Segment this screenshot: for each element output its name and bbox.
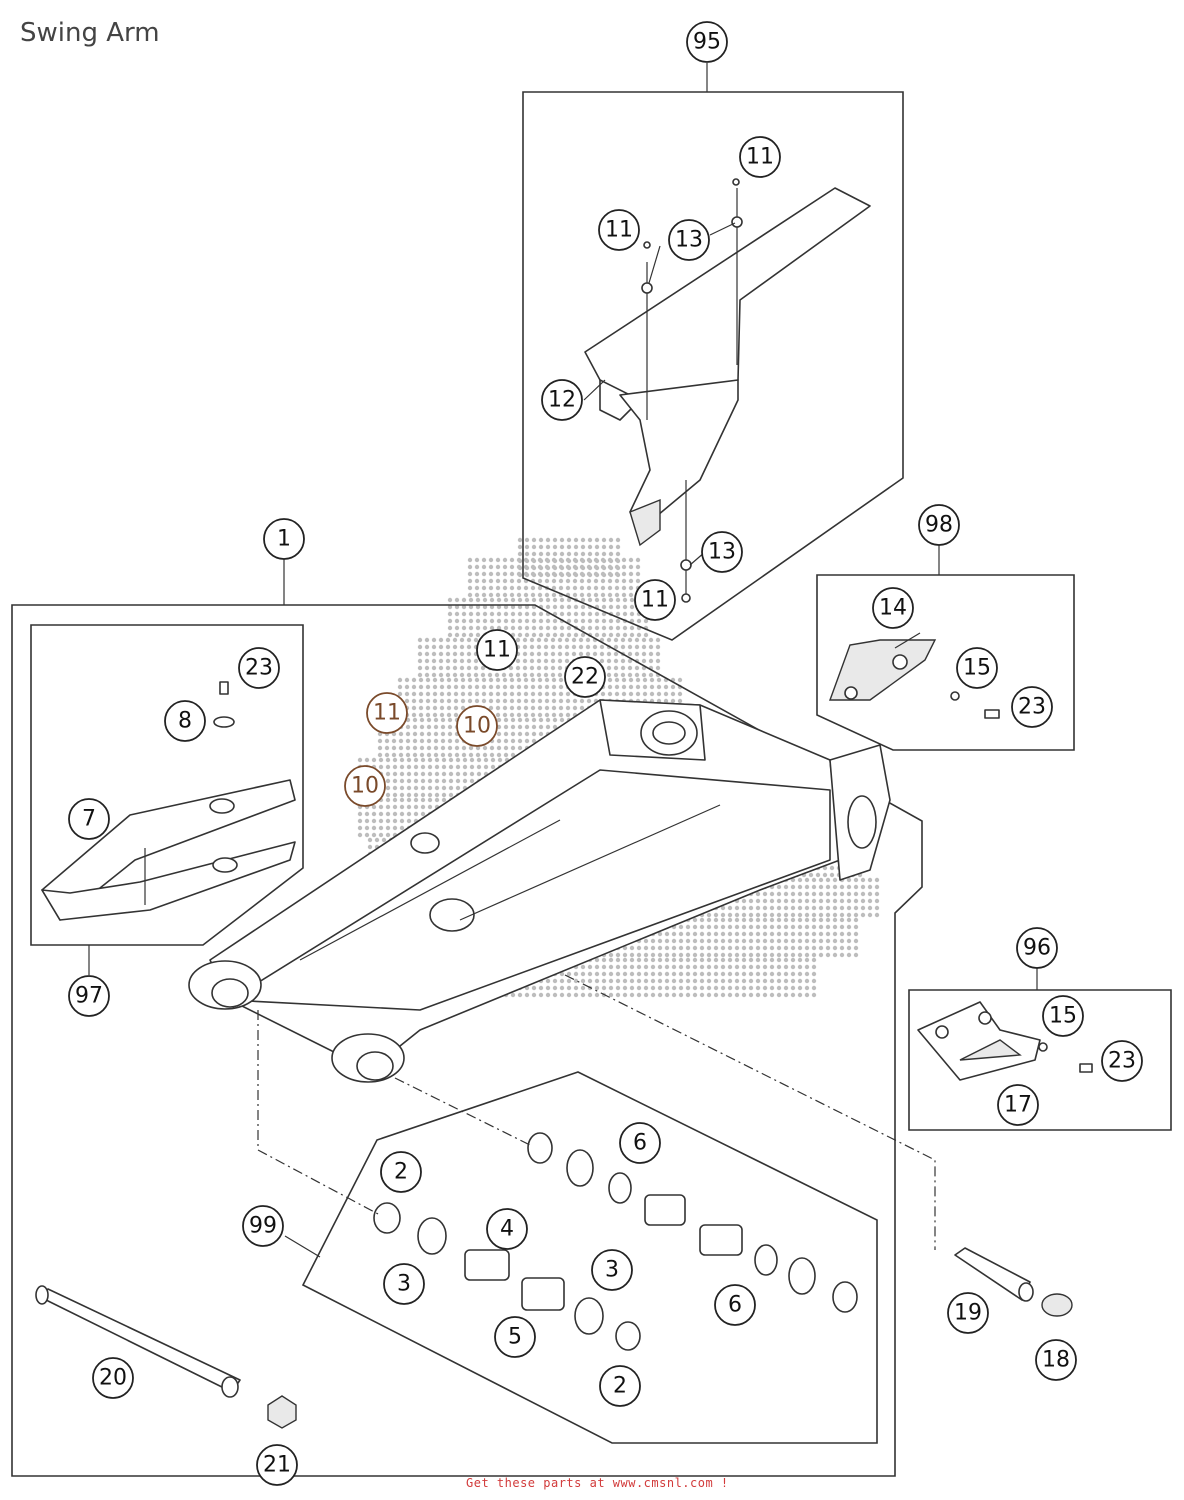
- callout-label: 98: [925, 513, 953, 538]
- callout-11: 11: [739, 136, 781, 178]
- callout-2: 2: [380, 1151, 422, 1193]
- callout-label: 99: [249, 1214, 277, 1239]
- callout-label: 15: [963, 656, 991, 681]
- callout-label: 23: [245, 656, 273, 681]
- chain-guide-98: [829, 639, 1000, 719]
- chain-guard: [584, 178, 871, 603]
- callout-95: 95: [686, 21, 728, 63]
- callout-20: 20: [92, 1357, 134, 1399]
- callout-label: 22: [571, 665, 599, 690]
- callout-96: 96: [1016, 927, 1058, 969]
- group-99-frame: [301, 1071, 878, 1444]
- bolt-washer-97: [213, 681, 235, 728]
- leader-99: [284, 1235, 321, 1258]
- callout-23: 23: [238, 647, 280, 689]
- callout-label: 6: [633, 1131, 647, 1156]
- callout-23: 23: [1101, 1040, 1143, 1082]
- callout-6: 6: [714, 1284, 756, 1326]
- chain-guide-96: [917, 1001, 1093, 1081]
- callout-label: 95: [693, 30, 721, 55]
- callout-label: 11: [373, 701, 401, 726]
- callout-label: 14: [879, 596, 907, 621]
- page-title: Swing Arm: [20, 18, 160, 48]
- callout-11: 11: [366, 692, 408, 734]
- callout-label: 3: [605, 1258, 619, 1283]
- callout-label: 1: [277, 527, 291, 552]
- callout-label: 19: [954, 1301, 982, 1326]
- callout-label: 2: [394, 1160, 408, 1185]
- callout-label: 97: [75, 984, 103, 1009]
- callout-label: 96: [1023, 936, 1051, 961]
- callout-label: 4: [500, 1217, 514, 1242]
- bearing-set: [373, 1132, 858, 1351]
- callout-label: 10: [351, 774, 379, 799]
- footer-link-text[interactable]: Get these parts at www.cmsnl.com !: [466, 1476, 729, 1490]
- callout-label: 23: [1108, 1049, 1136, 1074]
- callout-label: 11: [483, 638, 511, 663]
- callout-label: 2: [613, 1374, 627, 1399]
- group-96-frame: [908, 989, 1172, 1131]
- callout-1: 1: [263, 518, 305, 560]
- callout-15: 15: [1042, 995, 1084, 1037]
- callout-label: 21: [263, 1453, 291, 1478]
- callout-label: 18: [1042, 1348, 1070, 1373]
- assembly-line-left: [257, 1010, 381, 1216]
- callout-11: 11: [634, 579, 676, 621]
- callout-label: 23: [1018, 695, 1046, 720]
- callout-14: 14: [872, 587, 914, 629]
- callout-19: 19: [947, 1292, 989, 1334]
- swing-arm-body: [188, 699, 891, 1083]
- assembly-line-right: [394, 1077, 531, 1146]
- callout-label: 7: [82, 807, 96, 832]
- group-1-frame: [11, 604, 923, 1477]
- callout-10: 10: [456, 705, 498, 747]
- callout-label: 3: [397, 1272, 411, 1297]
- callout-label: 15: [1049, 1004, 1077, 1029]
- group-95-frame: [522, 91, 904, 641]
- callout-15: 15: [956, 647, 998, 689]
- callout-3: 3: [591, 1249, 633, 1291]
- callout-label: 13: [708, 540, 736, 565]
- callout-4: 4: [486, 1208, 528, 1250]
- chain-slider: [41, 779, 296, 921]
- callout-label: 8: [178, 709, 192, 734]
- callout-label: 20: [99, 1366, 127, 1391]
- callout-label: 17: [1004, 1093, 1032, 1118]
- callout-22: 22: [564, 656, 606, 698]
- callout-23: 23: [1011, 686, 1053, 728]
- callout-label: 11: [605, 218, 633, 243]
- callout-label: 11: [641, 588, 669, 613]
- callout-10: 10: [344, 765, 386, 807]
- axle-bolt: [954, 1247, 1073, 1317]
- callout-12: 12: [541, 379, 583, 421]
- group-98-frame: [816, 574, 1075, 751]
- callout-2: 2: [599, 1365, 641, 1407]
- callout-7: 7: [68, 798, 110, 840]
- pivot-shaft: [35, 1285, 297, 1429]
- callout-97: 97: [68, 975, 110, 1017]
- group-97-frame: [30, 624, 304, 946]
- callout-18: 18: [1035, 1339, 1077, 1381]
- assembly-line-axle: [564, 974, 936, 1250]
- callout-98: 98: [918, 504, 960, 546]
- callout-8: 8: [164, 700, 206, 742]
- callout-13: 13: [668, 219, 710, 261]
- callout-label: 10: [463, 714, 491, 739]
- callout-17: 17: [997, 1084, 1039, 1126]
- callout-3: 3: [383, 1263, 425, 1305]
- callout-6: 6: [619, 1122, 661, 1164]
- callout-label: 13: [675, 228, 703, 253]
- callout-11: 11: [598, 209, 640, 251]
- callout-99: 99: [242, 1205, 284, 1247]
- callout-13: 13: [701, 531, 743, 573]
- callout-label: 5: [508, 1325, 522, 1350]
- callout-21: 21: [256, 1444, 298, 1486]
- callout-label: 6: [728, 1293, 742, 1318]
- callout-5: 5: [494, 1316, 536, 1358]
- callout-label: 11: [746, 145, 774, 170]
- callout-11: 11: [476, 629, 518, 671]
- callout-label: 12: [548, 388, 576, 413]
